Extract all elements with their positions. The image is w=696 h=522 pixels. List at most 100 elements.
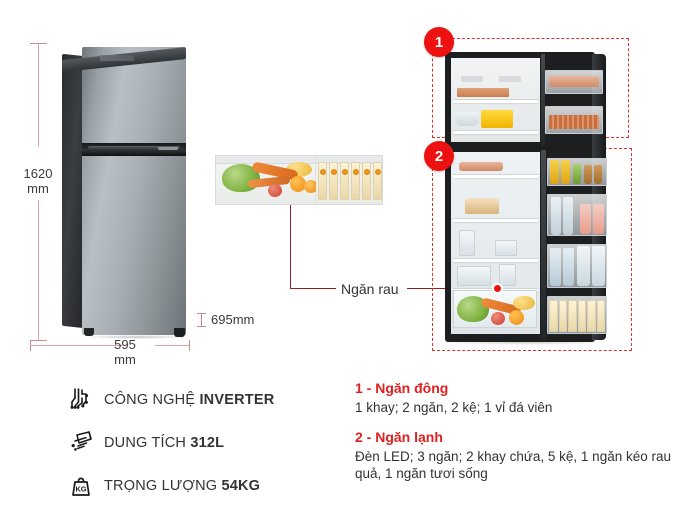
legend-body-1: 1 khay; 2 ngăn, 2 kệ; 1 vỉ đá viên xyxy=(355,400,553,415)
freezer-vent-right xyxy=(499,76,521,82)
green-bottle xyxy=(573,164,581,184)
feature-value-capacity: 312L xyxy=(190,434,225,451)
width-value: 595 xyxy=(114,337,136,352)
legend-title-2: 2 - Ngăn lạnh xyxy=(355,429,443,445)
water-bottle-2 xyxy=(563,197,573,235)
height-dim-line-upper xyxy=(38,43,39,147)
feature-item-inverter: CÔNG NGHỆ INVERTER xyxy=(58,378,358,421)
feature-prefix-inverter: CÔNG NGHỆ xyxy=(104,391,200,408)
orange-item-2 xyxy=(304,180,318,193)
callout-vertical-line xyxy=(290,205,291,288)
feature-list: CÔNG NGHỆ INVERTER xyxy=(58,378,358,507)
package-item xyxy=(318,162,327,200)
yellow-food-container xyxy=(481,110,513,128)
inset-vegetable-side xyxy=(216,156,318,204)
feature-item-weight: KG TRỌNG LƯỢNG 54KG xyxy=(58,464,358,507)
package-item xyxy=(373,162,382,200)
ice-cube-tray xyxy=(455,112,479,126)
apple-item xyxy=(268,184,282,197)
fridge-door-frame xyxy=(541,150,546,340)
fridge-foot-right xyxy=(174,328,185,337)
height-dim-line-lower xyxy=(38,200,39,340)
fridge-handle xyxy=(88,146,180,150)
freezer-shelf-2 xyxy=(453,130,538,134)
width-dim-right-cap xyxy=(189,340,190,351)
large-water-jug-1 xyxy=(577,246,590,286)
fridge-shelf-1 xyxy=(453,174,538,178)
compartment-legend: 1 - Ngăn đông 1 khay; 2 ngăn, 2 kệ; 1 vỉ… xyxy=(355,380,675,482)
package-item xyxy=(362,162,371,200)
feature-value-inverter: INVERTER xyxy=(199,391,275,408)
badge-2: 2 xyxy=(424,141,454,171)
crisper-orange xyxy=(509,310,524,325)
legend-spacer xyxy=(355,416,675,429)
storage-jar-1 xyxy=(459,230,475,256)
crisper-mango xyxy=(513,296,535,310)
storage-jar-3 xyxy=(499,264,516,286)
fridge-shelf-3 xyxy=(453,258,538,262)
legend-body-2: Đèn LED; 3 ngăn; 2 khay chứa, 5 kệ, 1 ng… xyxy=(355,449,671,481)
badge-1: 1 xyxy=(424,27,454,57)
orange-item xyxy=(290,176,306,192)
freezer-door-frame xyxy=(541,54,545,146)
feature-label-inverter: CÔNG NGHỆ INVERTER xyxy=(104,392,274,408)
fridge-shadow xyxy=(80,335,192,339)
feature-prefix-capacity: DUNG TÍCH xyxy=(104,434,191,451)
package-item xyxy=(329,162,338,200)
fridge-shelf-2 xyxy=(453,218,538,222)
package-item xyxy=(340,162,349,200)
feature-item-capacity: DUNG TÍCH 312L xyxy=(58,421,358,464)
badge-2-number: 2 xyxy=(434,147,444,165)
width-dim-line-right xyxy=(155,345,190,346)
pink-bottle-2 xyxy=(593,204,604,234)
height-dim-bottom-cap xyxy=(30,340,47,341)
cake-item xyxy=(465,198,499,214)
frozen-meat-item xyxy=(549,76,599,87)
brown-bottle-1 xyxy=(584,165,592,184)
fridge-foot-left xyxy=(84,328,94,336)
crisper-callout-label: Ngăn rau xyxy=(341,281,399,297)
fridge-front-doors xyxy=(82,47,186,335)
door-package-item xyxy=(558,300,567,332)
door-package-item xyxy=(549,300,558,332)
depth-indicator-icon xyxy=(197,312,206,327)
fridge-side-panel xyxy=(62,53,84,329)
door-package-row xyxy=(549,300,605,332)
package-row xyxy=(318,162,382,202)
callout-target-dot xyxy=(492,283,503,294)
height-value: 1620 xyxy=(23,166,53,181)
fresh-meat-tray xyxy=(459,162,503,171)
product-photo-closed-refrigerator xyxy=(62,47,192,339)
door-package-item xyxy=(596,300,605,332)
door-package-item xyxy=(587,300,596,332)
crisper-apple xyxy=(491,312,505,325)
fridge-handle-highlight xyxy=(158,146,178,150)
storage-box xyxy=(457,266,491,286)
depth-dimension-group: 695mm xyxy=(197,312,254,327)
svg-text:KG: KG xyxy=(75,484,86,493)
pink-bottle-1 xyxy=(580,204,591,234)
width-dim-line-left xyxy=(30,345,123,346)
juice-bottle-1 xyxy=(550,160,559,184)
height-dimension-label: 1620 mm xyxy=(4,166,72,196)
toshiba-logo xyxy=(100,55,134,61)
feature-label-capacity: DUNG TÍCH 312L xyxy=(104,435,224,451)
badge-1-number: 1 xyxy=(434,33,444,51)
product-photo-open-refrigerator xyxy=(437,52,624,345)
freezer-vent-left xyxy=(461,76,483,82)
height-unit: mm xyxy=(27,181,49,196)
width-dimension-label: 595 mm xyxy=(96,337,154,367)
freezer-tray-item xyxy=(457,88,509,97)
feature-value-weight: 54KG xyxy=(221,477,261,494)
mineral-water-1 xyxy=(550,248,561,286)
callout-horizontal-line-left xyxy=(290,288,336,289)
door-package-item xyxy=(577,300,586,332)
juice-bottle-2 xyxy=(561,160,570,184)
feature-prefix-weight: TRỌNG LƯỢNG xyxy=(104,477,222,494)
feature-label-weight: TRỌNG LƯỢNG 54KG xyxy=(104,478,260,494)
inset-shelf-lip-right xyxy=(316,156,382,164)
water-bottle-1 xyxy=(551,197,561,235)
open-fridge-shadow xyxy=(443,340,609,345)
inverter-icon xyxy=(58,380,104,420)
